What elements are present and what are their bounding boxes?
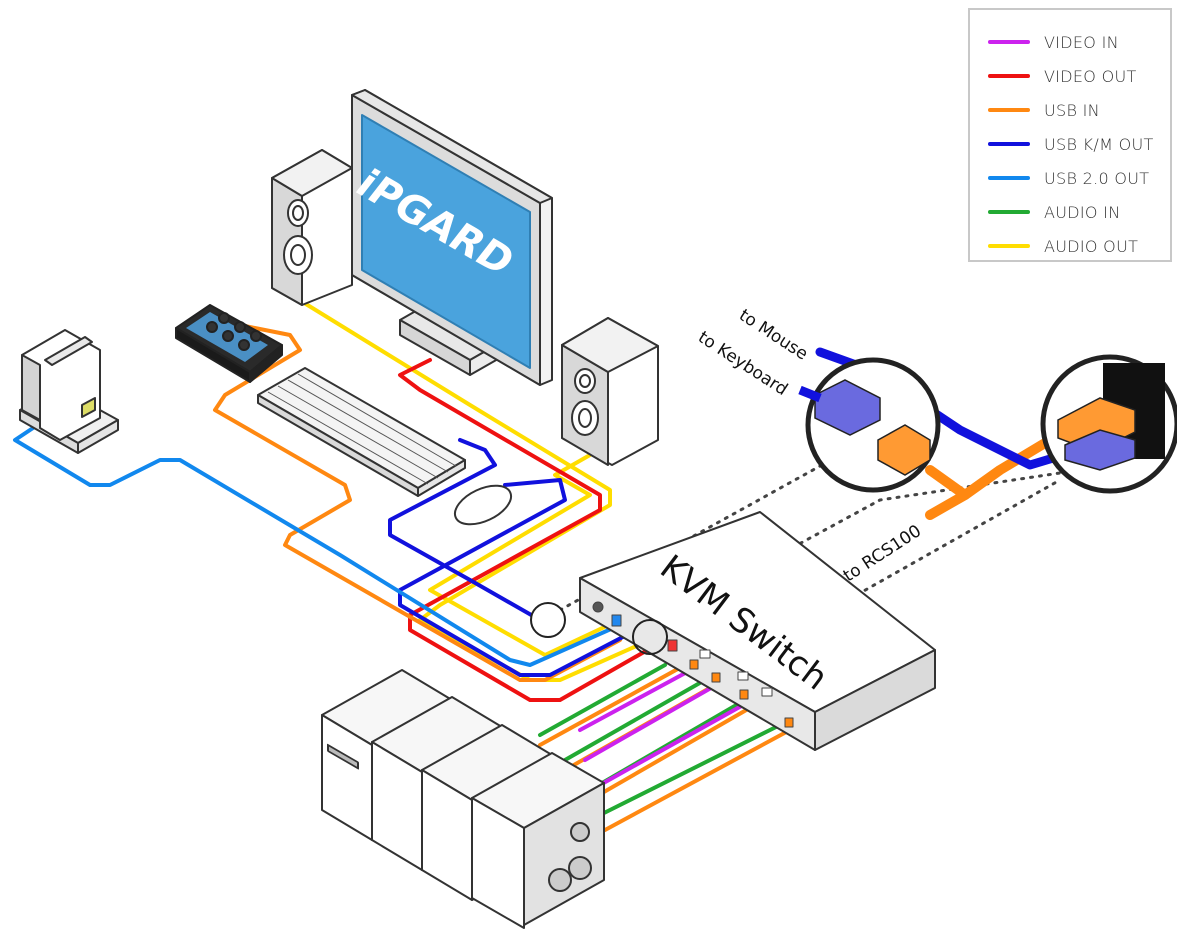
right-speaker	[561, 317, 659, 466]
cable-video-out	[398, 358, 667, 702]
cable-video-in-2	[583, 678, 727, 762]
cable-usb-in-4	[603, 728, 792, 832]
legend-label-usb-in: USB IN	[1044, 100, 1100, 120]
cable-usb2-card-reader	[13, 418, 622, 667]
legend-label-usb2-out: USB 2.0 OUT	[1044, 168, 1150, 188]
legend-swatch-usb-in	[988, 108, 1030, 112]
legend-swatch-usb2-out	[988, 176, 1030, 180]
cable-usb-in-remote	[213, 323, 622, 682]
cables	[13, 268, 1085, 702]
keyboard-keys	[267, 373, 457, 485]
cable-audio-in-4	[598, 723, 782, 817]
legend-label-usb-km-out: USB K/M OUT	[1044, 134, 1154, 154]
legend: VIDEO IN VIDEO OUT USB IN USB K/M OUT US…	[968, 8, 1172, 262]
cable-audio-in-2	[563, 678, 707, 762]
kvm-ports	[592, 601, 794, 728]
cable-usb-in-3	[588, 703, 757, 802]
label-to-rcs100: to RCS100	[840, 521, 925, 586]
monitor: iPGARD	[347, 89, 553, 386]
cable-usb-km-mouse	[398, 478, 642, 677]
usb-port-highlight-1	[530, 602, 566, 638]
usb-port-highlight-2	[632, 619, 668, 655]
legend-item-audio-out: AUDIO OUT	[988, 236, 1138, 256]
remote-control	[175, 304, 283, 383]
legend-item-audio-in: AUDIO IN	[988, 202, 1120, 222]
left-speaker	[271, 149, 353, 306]
computer-4-fan-2	[548, 868, 572, 892]
legend-swatch-usb-km-out	[988, 142, 1030, 146]
cable-audio-in-1	[538, 663, 667, 737]
kvm-switch: KVM Switch	[579, 511, 936, 751]
cable-orange-split	[925, 465, 970, 500]
legend-swatch-video-in	[988, 40, 1030, 44]
legend-item-video-out: VIDEO OUT	[988, 66, 1137, 86]
legend-item-usb2-out: USB 2.0 OUT	[988, 168, 1149, 188]
legend-swatch-audio-in	[988, 210, 1030, 214]
legend-item-video-in: VIDEO IN	[988, 32, 1119, 52]
keyboard	[257, 367, 466, 497]
legend-label-audio-out: AUDIO OUT	[1044, 236, 1139, 256]
usb-detail-zoom	[798, 357, 941, 493]
cable-usb-km-keyboard	[388, 438, 542, 622]
cable-usb-in-1	[538, 663, 687, 747]
mouse	[453, 484, 513, 526]
usb-plug-orange	[877, 424, 931, 476]
usb-plug-blue	[814, 379, 881, 436]
computer-4-fan-3	[568, 856, 592, 880]
legend-item-usb-km-out: USB K/M OUT	[988, 134, 1154, 154]
computer-4-fan-1	[570, 822, 590, 842]
rcs-port-detail-zoom	[1040, 354, 1177, 494]
computer-cables	[538, 663, 792, 832]
dotted-link-rcs-detail	[648, 468, 1082, 627]
legend-swatch-audio-out	[988, 244, 1030, 248]
legend-label-video-out: VIDEO OUT	[1044, 66, 1137, 86]
legend-label-audio-in: AUDIO IN	[1044, 202, 1121, 222]
legend-swatch-video-out	[988, 74, 1030, 78]
cable-video-in-1	[578, 663, 702, 732]
legend-label-video-in: VIDEO IN	[1044, 32, 1119, 52]
computer-4	[471, 752, 605, 929]
legend-item-usb-in: USB IN	[988, 100, 1100, 120]
card-reader	[19, 329, 119, 454]
monitor-screen	[361, 114, 531, 369]
